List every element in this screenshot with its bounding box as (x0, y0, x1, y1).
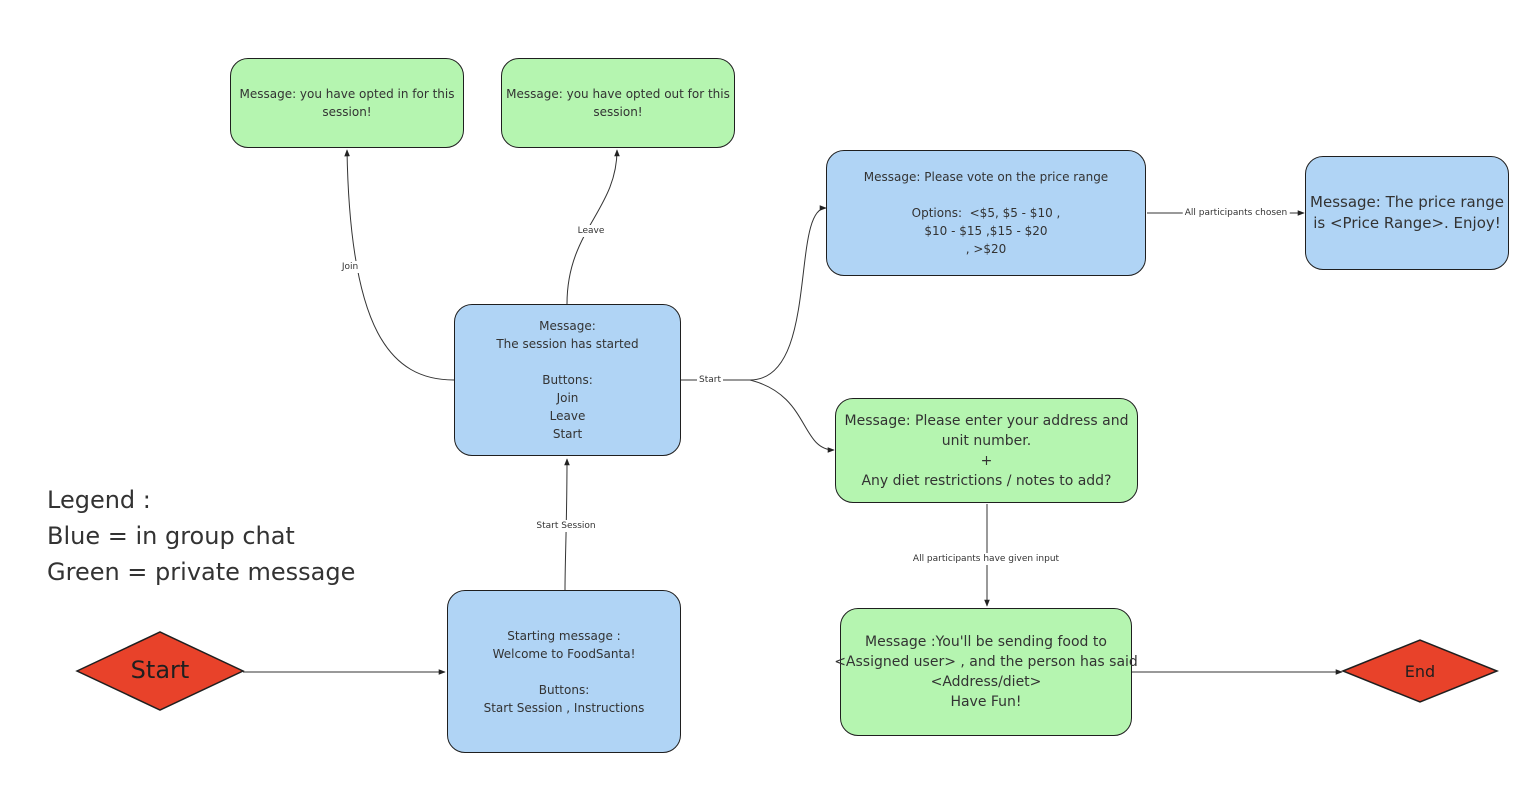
node-text-line: Message: Please vote on the price range (863, 170, 1109, 184)
edge-label-all-input: All participants have given input (910, 553, 1062, 565)
edge-join (344, 149, 455, 381)
node-text-line: Starting message : (507, 628, 621, 643)
legend: Legend : Blue = in group chat Green = pr… (47, 482, 355, 590)
node-text-line: Message: you have opted in for this (239, 87, 455, 101)
edge-start-to-vote (681, 205, 827, 381)
node-text-line: Start (552, 427, 583, 441)
node-text-line: Message: Please enter your address and (844, 412, 1129, 429)
edge-label-leave: Leave (575, 225, 607, 237)
end-label: End (1404, 661, 1436, 681)
address-prompt-node: Message: Please enter your address and u… (835, 398, 1138, 503)
starting-message-node: Starting message : Welcome to FoodSanta!… (447, 590, 681, 753)
legend-green: Green = private message (47, 558, 356, 586)
node-text-line: Options: <$5, $5 - $10 , (911, 206, 1061, 220)
edge-label-join: Join (339, 261, 361, 273)
node-text-line: Message: The price range (1310, 193, 1504, 211)
session-started-node: Message: The session has started Buttons… (454, 304, 681, 456)
node-text-line: , >$20 (965, 242, 1007, 256)
edge-label-all-chosen: All participants chosen (1182, 207, 1290, 219)
opted-out-node: Message: you have opted out for this ses… (501, 58, 735, 148)
node-text-line: session! (593, 105, 643, 119)
node-text-line: Any diet restrictions / notes to add? (861, 472, 1112, 489)
node-text-line: <Assigned user> , and the person has sai… (834, 654, 1138, 670)
edge-label-start: Start (697, 374, 723, 386)
end-terminal (1340, 639, 1500, 703)
node-text-line: Message: (539, 319, 596, 333)
node-text-line: Leave (549, 409, 586, 423)
node-text-line: Join (556, 391, 579, 405)
edge-leave (566, 149, 620, 305)
price-vote-node: Message: Please vote on the price range … (826, 150, 1146, 276)
assignment-node: Message :You'll be sending food to <Assi… (834, 608, 1138, 736)
start-label: Start (130, 656, 190, 684)
opted-in-node: Message: you have opted in for this sess… (230, 58, 464, 148)
price-result-node: Message: The price range is <Price Range… (1305, 156, 1509, 270)
node-text-line: is <Price Range>. Enjoy! (1313, 214, 1501, 232)
node-text-line: session! (322, 105, 372, 119)
edge-start-session (564, 458, 570, 591)
node-text-line: Message :You'll be sending food to (865, 634, 1107, 650)
node-text-line: unit number. (941, 432, 1032, 449)
legend-title: Legend : (47, 486, 151, 514)
legend-blue: Blue = in group chat (47, 522, 295, 550)
node-text-line: Message: you have opted out for this (506, 87, 730, 101)
node-text-line: Buttons: (538, 682, 590, 697)
node-text-line: Start Session , Instructions (483, 700, 645, 715)
node-text-line: $10 - $15 ,$15 - $20 (924, 224, 1048, 238)
start-terminal (75, 631, 245, 711)
node-text-line: Have Fun! (950, 694, 1022, 710)
node-text-line: Welcome to FoodSanta! (492, 646, 636, 661)
node-text-line: + (980, 452, 993, 469)
node-text-line: Buttons: (542, 373, 593, 387)
node-text-line: The session has started (496, 337, 639, 351)
edge-start-to-address (749, 379, 835, 453)
node-text-line: <Address/diet> (930, 674, 1042, 690)
edge-label-start-session: Start Session (534, 520, 598, 532)
